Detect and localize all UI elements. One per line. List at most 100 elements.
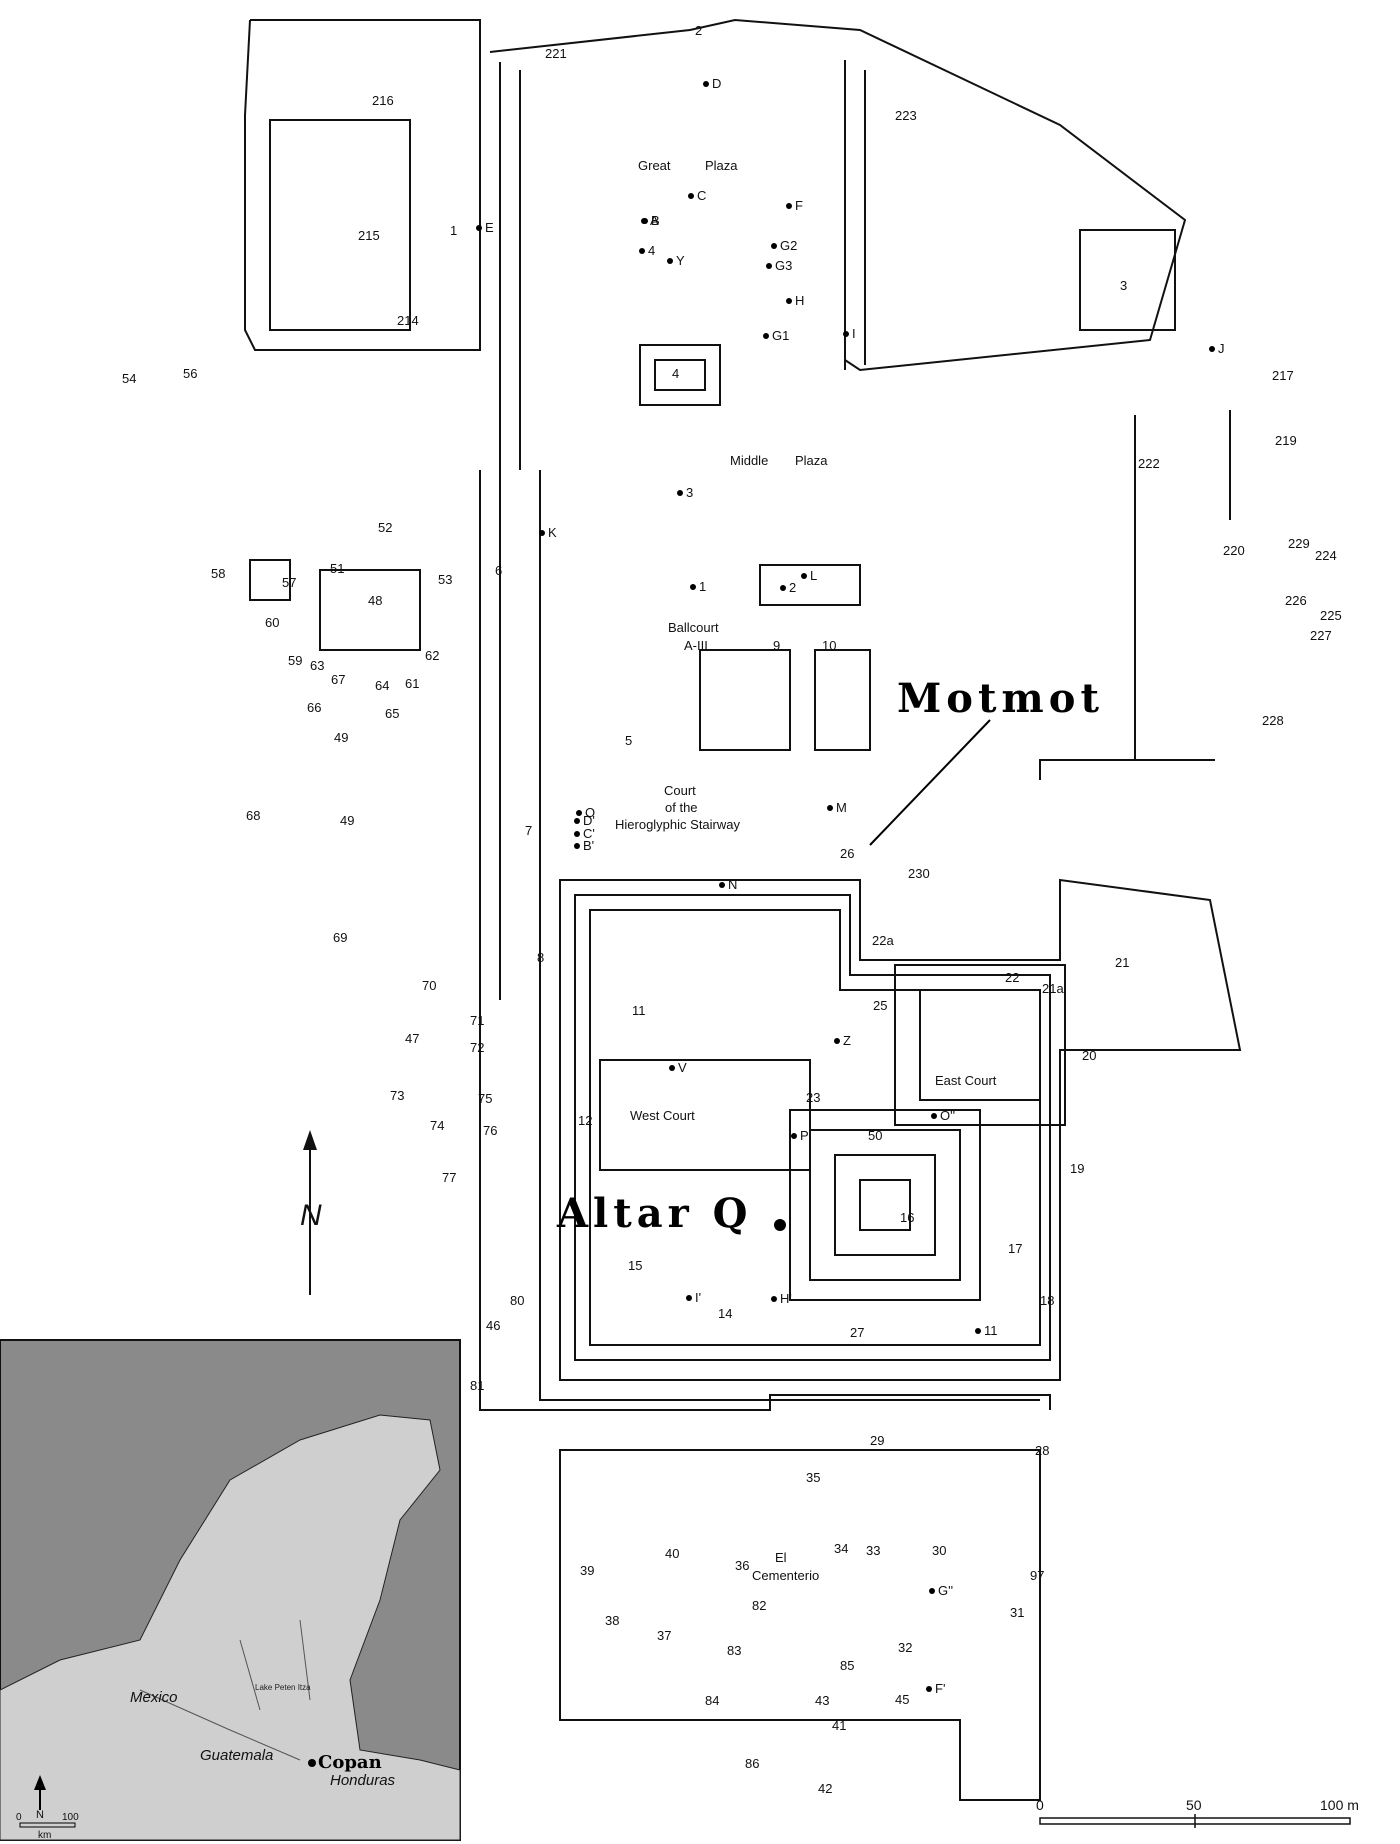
structure-label-216: 216 <box>372 93 394 108</box>
monument-marker-G1 <box>763 333 769 339</box>
structure-label-57: 57 <box>282 575 296 590</box>
structure-label-18: 18 <box>1040 1293 1054 1308</box>
monument-marker-G2 <box>771 243 777 249</box>
inset-north-label: N <box>36 1809 44 1821</box>
structure-label-2: 2 <box>695 23 702 38</box>
structure-label-45: 45 <box>895 1692 909 1707</box>
monument-label-1: 1 <box>699 579 706 594</box>
acropolis-outline <box>559 878 1242 1381</box>
cementerio-label-2: Cementerio <box>752 1568 819 1583</box>
structure-label-228: 228 <box>1262 713 1284 728</box>
monument-marker-H' <box>771 1296 777 1302</box>
structure-label-38: 38 <box>605 1613 619 1628</box>
inset-copan: Copan <box>318 1752 382 1773</box>
monument-marker-K <box>539 530 545 536</box>
structure-label-11: 11 <box>632 1003 646 1018</box>
inset-copan-marker <box>308 1759 316 1767</box>
structure-label-30: 30 <box>932 1543 946 1558</box>
east-court-frame <box>894 964 1066 1126</box>
inset-mexico: Mexico <box>130 1689 178 1706</box>
inset-scale-zero: 0 <box>16 1812 22 1823</box>
structure-label-22a: 22a <box>872 933 894 948</box>
ballcourt-label-2: A-III <box>684 638 708 653</box>
structure-label-215: 215 <box>358 228 380 243</box>
monument-marker-O <box>576 810 582 816</box>
structure-label-34: 34 <box>834 1541 848 1556</box>
monument-marker-I <box>843 331 849 337</box>
structure-label-36: 36 <box>735 1558 749 1573</box>
court-label-2: of the <box>665 800 698 815</box>
structure-label-66: 66 <box>307 700 321 715</box>
monument-marker-Y <box>667 258 673 264</box>
ballcourt-label-1: Ballcourt <box>668 620 719 635</box>
monument-marker-J <box>1209 346 1215 352</box>
monument-label-J: J <box>1218 341 1225 356</box>
monument-label-C: C <box>697 188 706 203</box>
monument-marker-F <box>786 203 792 209</box>
monument-label-V: V <box>678 1060 687 1075</box>
structure-label-224: 224 <box>1315 548 1337 563</box>
monument-label-Z: Z <box>843 1033 851 1048</box>
motmot-label: Motmot <box>897 675 1104 722</box>
structure-label-229: 229 <box>1288 536 1310 551</box>
structure-label-77: 77 <box>442 1170 456 1185</box>
monument-marker-G'' <box>929 1588 935 1594</box>
structure-label-9: 9 <box>773 638 780 653</box>
monument-marker-3 <box>677 490 683 496</box>
monument-label-4: 4 <box>648 243 655 258</box>
monument-marker-B' <box>574 843 580 849</box>
east-outer-wall <box>1039 410 1231 780</box>
inset-map: Mexico Guatemala Honduras Lake Peten Itz… <box>0 1339 461 1841</box>
structure-label-56: 56 <box>183 366 197 381</box>
structure-label-12: 12 <box>578 1113 592 1128</box>
structure-label-67: 67 <box>331 672 345 687</box>
temple-4 <box>639 344 721 406</box>
structure-label-74: 74 <box>430 1118 444 1133</box>
structure-label-226: 226 <box>1285 593 1307 608</box>
structure-label-59: 59 <box>288 653 302 668</box>
structure-label-222: 222 <box>1138 456 1160 471</box>
structure-label-4: 4 <box>672 366 679 381</box>
monument-label-2: 2 <box>789 580 796 595</box>
motmot-leader-line <box>869 719 991 846</box>
structure-label-5: 5 <box>625 733 632 748</box>
structure-label-7: 7 <box>525 823 532 838</box>
structure-label-52: 52 <box>378 520 392 535</box>
inset-scale-unit: km <box>38 1830 51 1841</box>
scale-end: 100 m <box>1320 1797 1359 1813</box>
monument-marker-O'' <box>931 1113 937 1119</box>
monument-label-I: I <box>852 326 856 341</box>
monument-label-M: M <box>836 800 847 815</box>
monument-marker-1 <box>690 584 696 590</box>
structure-label-83: 83 <box>727 1643 741 1658</box>
monument-label-I': I' <box>695 1290 701 1305</box>
structure-label-217: 217 <box>1272 368 1294 383</box>
structure-label-219: 219 <box>1275 433 1297 448</box>
structure-label-73: 73 <box>390 1088 404 1103</box>
structure-label-15: 15 <box>628 1258 642 1273</box>
monument-marker-D <box>703 81 709 87</box>
inset-honduras: Honduras <box>330 1772 396 1789</box>
structure-label-21: 21 <box>1115 955 1129 970</box>
structure-label-6: 6 <box>495 563 502 578</box>
structure-label-10: 10 <box>822 638 836 653</box>
monument-marker-M <box>827 805 833 811</box>
monument-marker-I' <box>686 1295 692 1301</box>
monument-marker-D' <box>574 818 580 824</box>
structure-label-63: 63 <box>310 658 324 673</box>
monument-marker-2 <box>780 585 786 591</box>
structure-label-19: 19 <box>1070 1161 1084 1176</box>
inset-guatemala: Guatemala <box>200 1747 273 1764</box>
structure-label-65: 65 <box>385 706 399 721</box>
structure-label-75: 75 <box>478 1091 492 1106</box>
inset-borders <box>139 1619 311 1761</box>
structure-label-220: 220 <box>1223 543 1245 558</box>
structure-label-49: 49 <box>334 730 348 745</box>
structure-label-51: 51 <box>330 561 344 576</box>
structure-label-21a: 21a <box>1042 981 1064 996</box>
monument-marker-11 <box>975 1328 981 1334</box>
structure-label-58: 58 <box>211 566 225 581</box>
altar-q-label: Altar Q <box>556 1190 752 1237</box>
monument-label-A: A <box>650 213 659 228</box>
middle-plaza-label-2: Plaza <box>795 453 828 468</box>
